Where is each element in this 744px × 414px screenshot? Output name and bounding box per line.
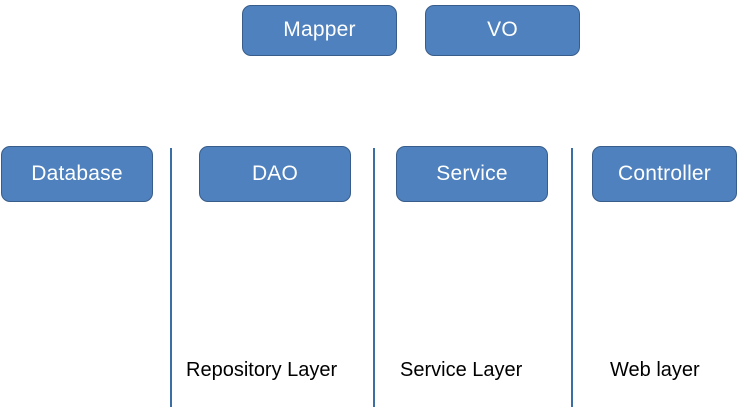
node-mapper[interactable]: Mapper <box>242 5 397 56</box>
caption-service-layer: Service Layer (=Business) <box>400 308 522 414</box>
caption-web-layer: Web layer <box>610 308 700 414</box>
node-mapper-label: Mapper <box>283 18 356 41</box>
node-database[interactable]: Database <box>1 146 153 202</box>
node-dao-label: DAO <box>251 161 299 185</box>
node-controller[interactable]: Controller <box>592 146 737 202</box>
caption-repository-line1: Repository Layer <box>186 359 338 381</box>
node-vo[interactable]: VO <box>425 5 580 56</box>
node-database-label: Database <box>31 161 123 185</box>
node-vo-label: VO <box>487 18 518 41</box>
layer-divider-1 <box>170 148 172 407</box>
node-service-label: Service <box>436 161 508 185</box>
node-dao[interactable]: DAO <box>199 146 351 202</box>
node-controller-label: Controller <box>617 161 712 185</box>
layer-divider-3 <box>571 148 573 407</box>
caption-repository-layer: Repository Layer (=Data Access) <box>186 308 337 414</box>
caption-service-line1: Service Layer <box>400 359 523 381</box>
node-service[interactable]: Service <box>396 146 548 202</box>
caption-web-line1: Web layer <box>610 359 700 381</box>
layer-divider-2 <box>373 148 375 407</box>
